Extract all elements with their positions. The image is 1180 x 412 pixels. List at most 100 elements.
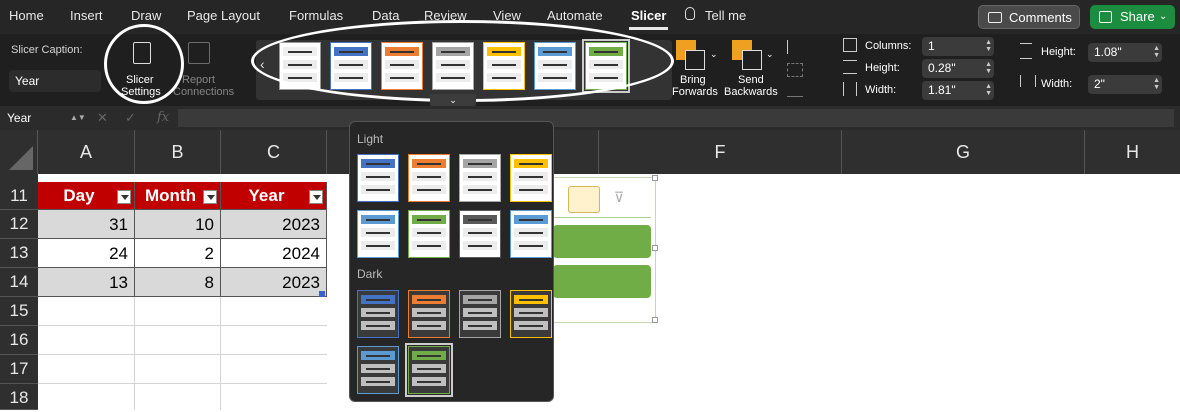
column-header-a[interactable]: A [38, 130, 135, 174]
button-width-value: 1.81" [928, 83, 956, 97]
table-cell[interactable]: 8 [135, 268, 221, 297]
dark-style-swatch[interactable] [459, 290, 501, 338]
filter-dropdown-icon[interactable] [203, 190, 217, 204]
light-style-swatch[interactable] [459, 210, 501, 258]
style-line [366, 355, 390, 357]
slicer-panel[interactable]: ⊽ [540, 175, 658, 323]
stepper-icon[interactable]: ▲▼ [1153, 77, 1160, 91]
table-cell[interactable]: 2023 [221, 210, 327, 239]
slicer-item[interactable] [553, 265, 651, 298]
column-header-g[interactable]: G [842, 130, 1085, 174]
bring-forwards-button[interactable]: Bring Forwards [672, 40, 720, 102]
name-box[interactable]: Year▲▼ [0, 106, 86, 130]
select-all-corner[interactable] [0, 130, 38, 174]
table-cell[interactable]: 2023 [221, 268, 327, 297]
table-header-day[interactable]: Day [38, 182, 135, 210]
multi-select-icon[interactable] [568, 186, 600, 213]
style-line [366, 312, 390, 314]
send-backwards-button[interactable]: Send Backwards [724, 40, 784, 102]
group-icon[interactable] [787, 63, 803, 77]
gallery-expand-button[interactable]: ⌄ [430, 94, 476, 106]
enter-icon[interactable]: ✓ [125, 110, 136, 125]
bring-forwards-label-2: Forwards [672, 86, 718, 98]
column-header-c[interactable]: C [221, 130, 327, 174]
resize-handle[interactable] [652, 317, 658, 323]
rotate-icon[interactable] [787, 85, 803, 97]
tab-automate[interactable]: Automate [547, 8, 603, 23]
tab-home[interactable]: Home [9, 8, 44, 23]
light-style-swatch[interactable] [510, 154, 552, 202]
row-header-13[interactable]: 13 [0, 239, 38, 268]
table-cell[interactable]: 10 [135, 210, 221, 239]
table-cell[interactable]: 31 [38, 210, 135, 239]
share-button[interactable]: Share ⌄ [1090, 5, 1175, 29]
formula-input[interactable] [178, 109, 1174, 127]
chevron-down-icon[interactable]: ⌄ [710, 49, 718, 59]
stepper-icon[interactable]: ▲▼ [985, 39, 992, 53]
stepper-icon[interactable]: ▲▼ [70, 113, 86, 122]
slicer-height-input[interactable]: 1.08"▲▼ [1088, 43, 1162, 62]
column-header-h[interactable]: H [1126, 142, 1139, 162]
row-header-15[interactable]: 15 [0, 297, 38, 326]
resize-handle[interactable] [652, 245, 658, 251]
tab-page-layout[interactable]: Page Layout [187, 8, 261, 23]
align-icon[interactable] [787, 40, 803, 54]
row-header-17[interactable]: 17 [0, 355, 38, 384]
tab-view[interactable]: View [493, 8, 521, 23]
comments-button[interactable]: Comments [978, 5, 1080, 29]
send-backwards-label-1: Send [738, 74, 764, 86]
chevron-down-icon[interactable]: ⌄ [766, 49, 774, 59]
row-header-14[interactable]: 14 [0, 268, 38, 297]
light-style-swatch[interactable] [510, 210, 552, 258]
dark-style-swatch[interactable] [357, 290, 399, 338]
light-style-swatch[interactable] [357, 210, 399, 258]
tell-me-search[interactable]: Tell me [705, 8, 747, 23]
table-resize-handle[interactable] [319, 291, 325, 297]
resize-handle[interactable] [652, 175, 658, 181]
button-width-input[interactable]: 1.81" ▲▼ [922, 81, 994, 100]
tab-formulas[interactable]: Formulas [289, 8, 344, 23]
clear-filter-icon[interactable]: ⊽ [614, 189, 625, 205]
columns-icon [843, 38, 857, 52]
dark-style-swatch[interactable] [510, 290, 552, 338]
report-connections-button[interactable]: Report Connections [173, 40, 235, 100]
dark-style-swatch[interactable] [408, 290, 450, 338]
slicer-width-input[interactable]: 2"▲▼ [1088, 75, 1162, 94]
table-header-month[interactable]: Month [135, 182, 221, 210]
table-cell[interactable]: 2024 [221, 239, 327, 268]
filter-dropdown-icon[interactable] [117, 190, 131, 204]
dark-style-swatch[interactable] [357, 346, 399, 394]
table-cell[interactable]: 13 [38, 268, 135, 297]
light-style-swatch[interactable] [408, 210, 450, 258]
column-header-e[interactable] [554, 130, 599, 174]
tab-draw[interactable]: Draw [131, 8, 162, 23]
style-line [366, 232, 390, 234]
dark-style-swatch[interactable] [405, 343, 453, 397]
table-cell[interactable]: 2 [135, 239, 221, 268]
button-height-input[interactable]: 0.28"▲▼ [922, 59, 994, 78]
column-header-b[interactable]: B [135, 130, 221, 174]
comments-label: Comments [1009, 10, 1072, 25]
function-icon[interactable]: fx [157, 110, 170, 125]
light-style-swatch[interactable] [408, 154, 450, 202]
row-header-18[interactable]: 18 [0, 384, 38, 410]
stepper-icon[interactable]: ▲▼ [985, 61, 992, 75]
light-style-swatch[interactable] [459, 154, 501, 202]
tab-slicer[interactable]: Slicer [628, 8, 669, 30]
filter-dropdown-icon[interactable] [309, 190, 323, 204]
slicer-caption-input[interactable]: Year [9, 70, 101, 92]
cancel-icon[interactable]: ✕ [97, 110, 108, 125]
slicer-item[interactable] [553, 225, 651, 258]
tab-data[interactable]: Data [372, 8, 400, 23]
row-header-12[interactable]: 12 [0, 210, 38, 239]
stepper-icon[interactable]: ▲▼ [985, 83, 992, 97]
columns-input[interactable]: 1▲▼ [922, 37, 994, 56]
table-cell[interactable]: 24 [38, 239, 135, 268]
row-header-16[interactable]: 16 [0, 326, 38, 355]
row-header-11[interactable]: 11 [0, 182, 38, 210]
column-header-f[interactable]: F [599, 130, 842, 174]
table-header-year[interactable]: Year [221, 182, 327, 210]
stepper-icon[interactable]: ▲▼ [1153, 45, 1160, 59]
tab-insert[interactable]: Insert [70, 8, 103, 23]
light-style-swatch[interactable] [357, 154, 399, 202]
